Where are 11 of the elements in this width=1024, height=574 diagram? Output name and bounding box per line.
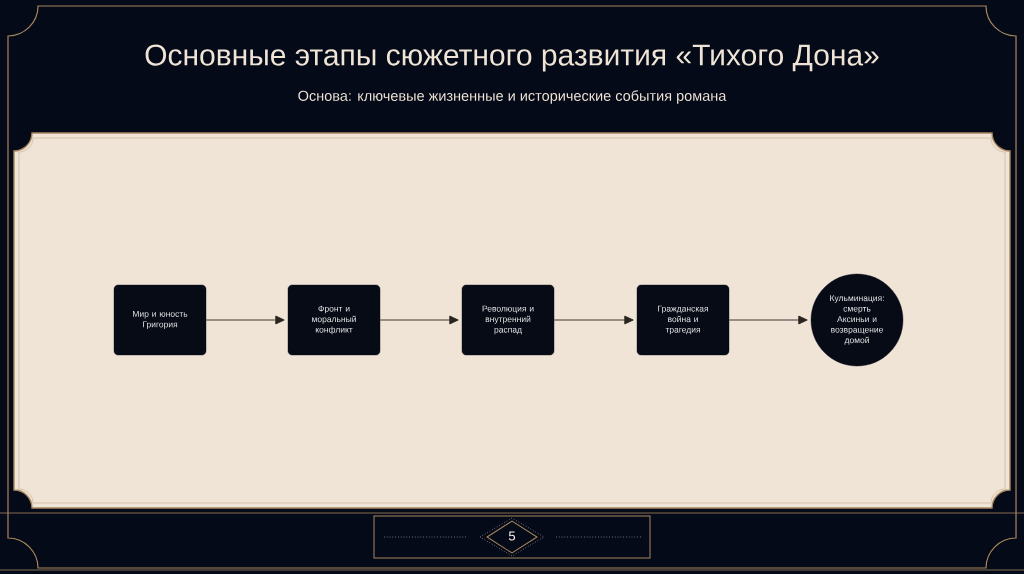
arrow <box>379 315 459 325</box>
arrow <box>728 315 808 325</box>
process-box: Фронт и моральный конфликт <box>287 284 381 356</box>
title: Основные этапы сюжетного развития «Тихого Дона» <box>145 44 879 72</box>
process-box: Гражданская война и трагедия <box>636 284 730 356</box>
page-number: 5 <box>373 515 651 559</box>
subtitle: Основа: ключевые жизненные и исторические события романа <box>298 90 727 104</box>
process-box: Мир и юность Григория <box>113 284 207 356</box>
process-box: Революция и внутренний распад <box>461 284 555 356</box>
arrow <box>205 315 285 325</box>
arrow <box>553 315 634 325</box>
